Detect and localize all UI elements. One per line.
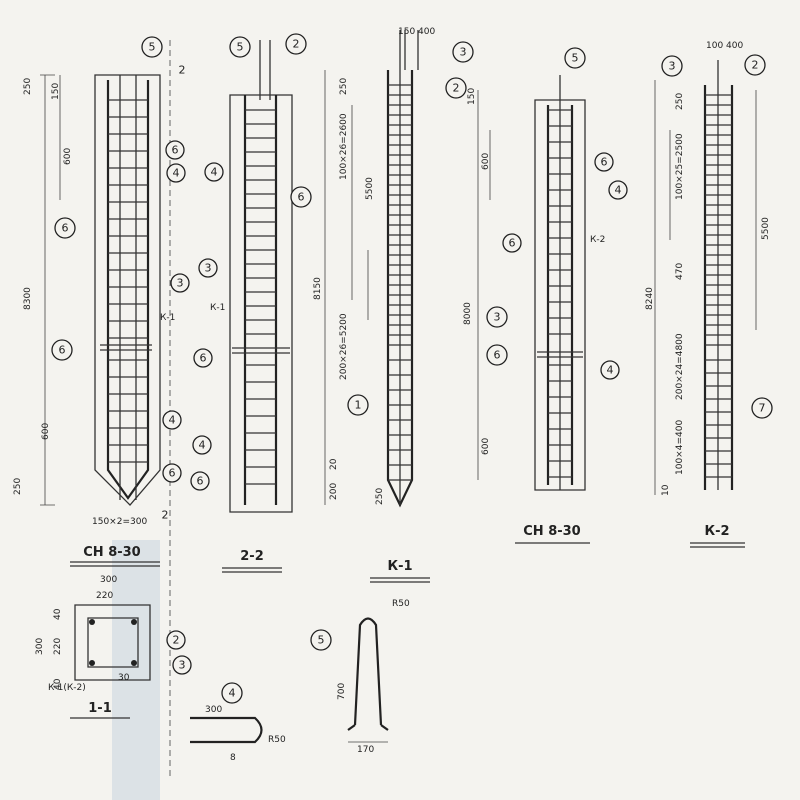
d5-dim-r50: R50 xyxy=(392,599,410,609)
pm-marker-4: 4 xyxy=(615,184,622,197)
caption-k2: К-2 xyxy=(704,524,729,539)
marker-4b: 4 xyxy=(169,414,176,427)
k2-dim-250: 250 xyxy=(675,93,685,110)
caption-pile-mid: СН 8-30 xyxy=(523,524,580,539)
pm-marker-6b: 6 xyxy=(509,237,516,250)
s11-marker-3: 3 xyxy=(179,659,186,672)
marker-2-top: 2 xyxy=(179,64,186,77)
pm-marker-6: 6 xyxy=(601,156,608,169)
s11-label-k1k2: К-1(К-2) xyxy=(48,683,86,693)
s11-dim-40b: 40 xyxy=(53,678,63,690)
pile-mid-view: 150 600 8000 600 К-2 5 6 4 6 3 6 4 СН 8-… xyxy=(463,47,628,544)
cage-k1-view: 150 400 250 100×26=2600 5500 8150 200×26… xyxy=(313,27,474,583)
marker-6d: 6 xyxy=(169,467,176,480)
pile-left-view: 250 150 600 8300 600 250 150×2=300 СН 8-… xyxy=(13,36,190,780)
marker-5: 5 xyxy=(149,41,156,54)
k2-dim-10: 10 xyxy=(661,484,671,496)
k1-dim-200: 200 xyxy=(329,483,339,500)
k2-dim-8240: 8240 xyxy=(645,287,655,310)
d4-dim-300: 300 xyxy=(205,705,222,715)
caption-1-1: 1-1 xyxy=(88,701,112,716)
pm-marker-5: 5 xyxy=(572,52,579,65)
k1-marker-2: 2 xyxy=(453,82,460,95)
k1-marker-1: 1 xyxy=(355,399,362,412)
k1-dim-250: 250 xyxy=(339,78,349,95)
s11-dim-40: 40 xyxy=(53,608,63,620)
s11-dim-220b: 220 xyxy=(96,591,113,601)
cage-k2-view: 100 400 250 100×25=2500 5500 8240 470 20… xyxy=(645,41,773,548)
s11-dim-300: 300 xyxy=(100,575,117,585)
pm-dim-600b: 600 xyxy=(481,438,491,455)
s22-label-k1: К-1 xyxy=(210,303,225,313)
pm-marker-3: 3 xyxy=(494,311,501,324)
pm-label-k2: К-2 xyxy=(590,235,605,245)
scan-shadow xyxy=(112,540,160,800)
caption-pile-left: СН 8-30 xyxy=(83,545,140,560)
dim-150: 150 xyxy=(51,83,61,100)
marker-4: 4 xyxy=(173,167,180,180)
k2-dim-400: 100×4=400 xyxy=(675,420,685,475)
k2-dim-5500: 5500 xyxy=(761,217,771,240)
k2-dim-2500: 100×25=2500 xyxy=(675,133,685,200)
k1-dim-8150: 8150 xyxy=(313,277,323,300)
s22-marker-6c: 6 xyxy=(197,475,204,488)
caption-k1: К-1 xyxy=(387,559,412,574)
k1-dim-20: 20 xyxy=(329,458,339,470)
k2-top-dim: 100 400 xyxy=(706,41,743,51)
marker-6c: 6 xyxy=(59,344,66,357)
k1-marker-3: 3 xyxy=(460,46,467,59)
s22-marker-6b: 6 xyxy=(200,352,207,365)
dim-600-top: 600 xyxy=(63,148,73,165)
k1-dim-250: 250 xyxy=(375,488,385,505)
detail-4-marker: 4 xyxy=(229,687,236,700)
s22-marker-2: 2 xyxy=(293,38,300,51)
section-2-2-view: 5 2 4 6 3 К-1 6 4 6 2-2 xyxy=(190,33,312,573)
pm-marker-6c: 6 xyxy=(494,349,501,362)
dim-600-bottom: 600 xyxy=(41,423,51,440)
k2-marker-2: 2 xyxy=(752,59,759,72)
d4-dim-r50: R50 xyxy=(268,735,286,745)
caption-2-2: 2-2 xyxy=(240,549,264,564)
d5-dim-700: 700 xyxy=(337,683,347,700)
k1-top-dim: 150 400 xyxy=(398,27,435,37)
k1-dim-2600: 100×26=2600 xyxy=(339,113,349,180)
s11-dim-300b: 300 xyxy=(35,638,45,655)
dim-250-bottom: 250 xyxy=(13,478,23,495)
s11-marker-2: 2 xyxy=(173,634,180,647)
marker-6: 6 xyxy=(172,144,179,157)
marker-6b: 6 xyxy=(62,222,69,235)
dim-150x2: 150×2=300 xyxy=(92,517,147,527)
dim-250-top: 250 xyxy=(23,78,33,95)
section-1-1-view: 300 40 220 40 300 220 К-1(К-2) 30 2 3 1-… xyxy=(35,575,192,719)
marker-2-bottom: 2 xyxy=(162,509,169,522)
pm-dim-8000: 8000 xyxy=(463,302,473,325)
s22-marker-3: 3 xyxy=(205,262,212,275)
s22-marker-5: 5 xyxy=(237,41,244,54)
label-k1-left: К-1 xyxy=(160,313,175,323)
detail-4-view: 4 300 R50 8 xyxy=(190,682,286,763)
d5-dim-170: 170 xyxy=(357,745,374,755)
s11-dim-220: 220 xyxy=(53,638,63,655)
s22-marker-4: 4 xyxy=(211,166,218,179)
k2-marker-7: 7 xyxy=(759,402,766,415)
detail-5-view: 5 R50 700 170 xyxy=(310,599,410,755)
detail-5-marker: 5 xyxy=(318,634,325,647)
k2-marker-3: 3 xyxy=(669,60,676,73)
s11-dim-30: 30 xyxy=(118,673,130,683)
marker-3: 3 xyxy=(177,277,184,290)
k2-dim-470: 470 xyxy=(675,263,685,280)
k1-dim-5200: 200×26=5200 xyxy=(339,313,349,380)
pm-marker-4b: 4 xyxy=(607,364,614,377)
s22-marker-6: 6 xyxy=(298,191,305,204)
s22-marker-4b: 4 xyxy=(199,439,206,452)
d4-dim-8: 8 xyxy=(230,753,236,763)
k1-dim-5500: 5500 xyxy=(365,177,375,200)
pm-dim-150: 150 xyxy=(467,88,477,105)
pm-dim-600: 600 xyxy=(481,153,491,170)
dim-8300: 8300 xyxy=(23,287,33,310)
k2-dim-4800: 200×24=4800 xyxy=(675,333,685,400)
